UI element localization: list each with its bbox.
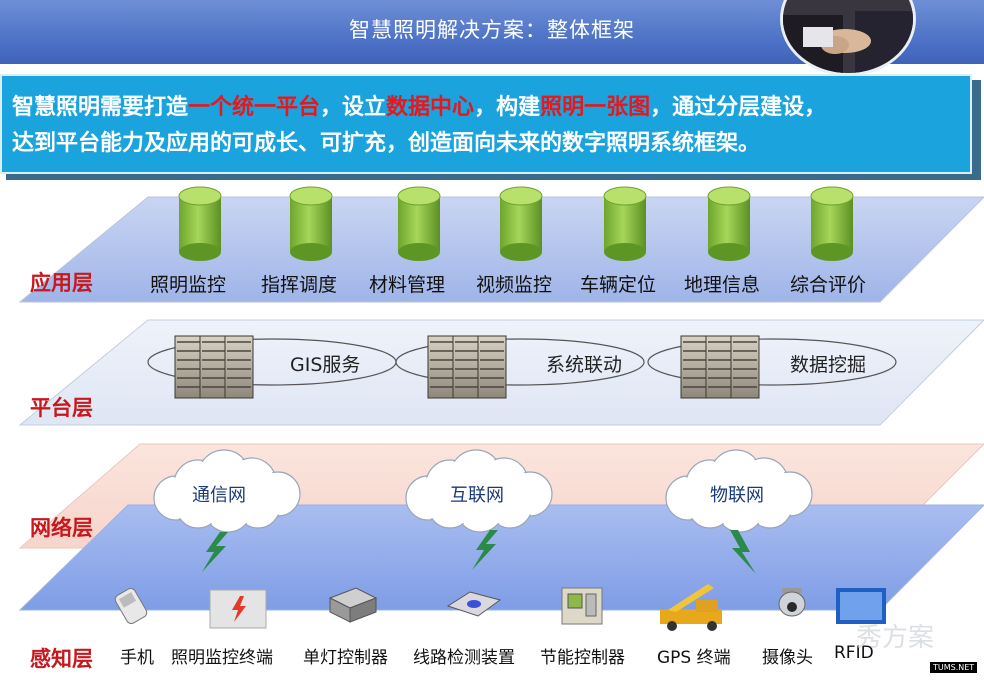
banner-highlight: 照明一张图 xyxy=(540,95,651,120)
network-item: 通信网 xyxy=(192,485,246,506)
banner-highlight: 一个统一平台 xyxy=(188,95,321,120)
platform-service-mining xyxy=(647,338,897,386)
rfid-icon xyxy=(836,588,886,624)
banner-text: ，设立 xyxy=(320,95,387,120)
app-item: 地理信息 xyxy=(684,274,761,296)
database-cylinder-icon xyxy=(707,186,751,261)
banner-line-1: 智慧照明需要打造一个统一平台，设立数据中心，构建照明一张图，通过分层建设， xyxy=(12,90,960,126)
device-item: 节能控制器 xyxy=(540,648,625,668)
database-cylinder-icon xyxy=(603,186,647,261)
database-cylinder-icon xyxy=(178,186,222,261)
network-clouds xyxy=(153,449,813,533)
watermark-tag: TUMS.NET xyxy=(930,662,978,673)
network-item: 互联网 xyxy=(450,485,504,506)
device-item: RFID xyxy=(834,643,874,663)
lighting-terminal-icon xyxy=(209,589,267,629)
banner-text: ，通过分层建设， xyxy=(650,95,827,120)
device-item: 手机 xyxy=(120,648,154,668)
page-title: 智慧照明解决方案：整体框架 xyxy=(349,18,635,42)
lightning-icon xyxy=(472,530,498,570)
platform-servers xyxy=(174,335,760,399)
application-layer-label: 应用层 xyxy=(30,271,93,295)
network-layer-label: 网络层 xyxy=(30,516,93,540)
device-item: 线路检测装置 xyxy=(413,648,515,668)
banner-text: ，构建 xyxy=(474,95,541,120)
app-item: 指挥调度 xyxy=(261,274,338,296)
platform-service-linkage xyxy=(395,338,645,386)
lightning-icon xyxy=(730,530,756,574)
device-item: GPS 终端 xyxy=(657,648,731,668)
mobile-phone-icon xyxy=(114,587,148,625)
app-item: 材料管理 xyxy=(369,274,446,296)
database-cylinder-icon xyxy=(397,186,441,261)
app-item: 车辆定位 xyxy=(580,274,657,296)
cloud-icon xyxy=(405,449,553,533)
platform-layer-label: 平台层 xyxy=(30,396,93,420)
app-item: 综合评价 xyxy=(790,274,867,296)
device-item: 单灯控制器 xyxy=(303,648,388,668)
database-cylinder-icon xyxy=(499,186,543,261)
line-detector-icon xyxy=(446,591,502,617)
app-item: 照明监控 xyxy=(150,274,227,296)
network-item: 物联网 xyxy=(710,485,764,506)
banner-text: 智慧照明需要打造 xyxy=(12,95,189,120)
device-item: 摄像头 xyxy=(762,648,813,668)
watermark: 秀方案 xyxy=(856,623,935,653)
server-rack-icon xyxy=(174,335,254,399)
banner-line-2: 达到平台能力及应用的可成长、可扩充，创造面向未来的数字照明系统框架。 xyxy=(12,131,761,156)
platform-item: GIS服务 xyxy=(290,354,361,376)
perception-layer-label: 感知层 xyxy=(30,647,93,671)
platform-item: 系统联动 xyxy=(546,354,623,376)
app-item: 视频监控 xyxy=(476,274,553,296)
lightning-icon xyxy=(202,532,228,572)
application-databases xyxy=(178,186,854,261)
energy-controller-icon xyxy=(561,587,603,625)
camera-icon xyxy=(778,588,806,617)
gps-vehicle-icon xyxy=(660,584,722,631)
server-rack-icon xyxy=(680,335,760,399)
cloud-icon xyxy=(153,449,301,533)
database-cylinder-icon xyxy=(810,186,854,261)
device-item: 照明监控终端 xyxy=(171,648,273,668)
server-rack-icon xyxy=(427,335,507,399)
cloud-icon xyxy=(665,449,813,533)
platform-item: 数据挖掘 xyxy=(790,354,867,376)
database-cylinder-icon xyxy=(289,186,333,261)
single-lamp-controller-icon xyxy=(328,587,378,623)
banner-highlight: 数据中心 xyxy=(386,95,475,120)
intro-banner: 智慧照明需要打造一个统一平台，设立数据中心，构建照明一张图，通过分层建设， 达到… xyxy=(0,74,972,174)
